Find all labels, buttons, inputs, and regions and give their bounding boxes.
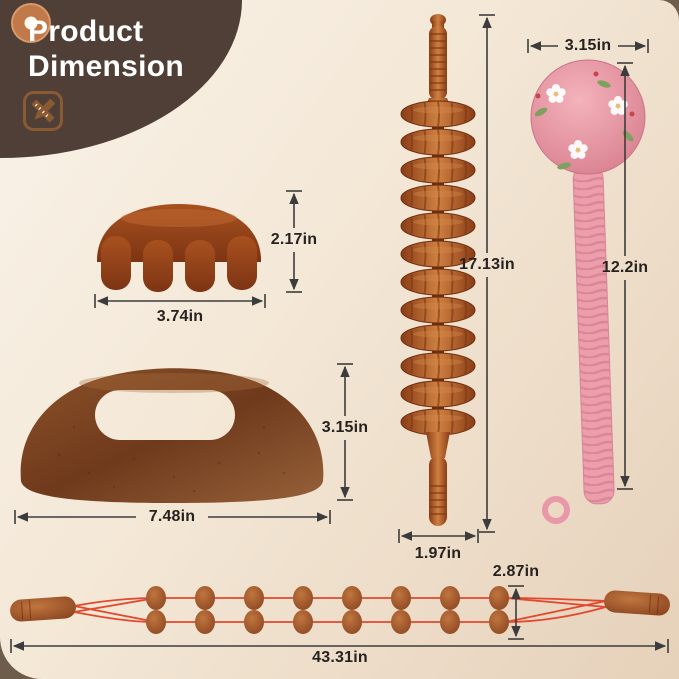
floral-pattern [534,71,635,170]
massage-comb-illustration [97,204,261,292]
page-title-line1: Product [28,15,144,48]
hanging-loop [542,496,570,524]
comb-height-label: 2.17in [270,231,318,248]
roller-stick-illustration [400,14,476,526]
board-height-label: 3.15in [321,419,369,436]
roller-length-label: 17.13in [459,256,515,273]
massage-hammer-illustration [530,59,646,524]
gua-sha-board-illustration [20,368,324,503]
comb-width-label: 3.74in [156,308,204,325]
corner-dot-icon [11,3,51,43]
rope-handles [10,590,670,622]
bead-pairs [146,586,509,634]
rope-height-label: 2.87in [492,563,540,580]
board-width-label: 7.48in [148,508,196,525]
roller-width-label: 1.97in [414,545,462,562]
rope-length-label: 43.31in [312,649,368,666]
page-title: Product Dimension [28,14,184,85]
rope-roller-illustration [10,586,670,634]
wood-speckles [57,425,286,493]
corner-dot-center [24,16,38,30]
hammer-length-label: 12.2in [601,259,649,276]
hammer-ball-width-label: 3.15in [564,37,612,54]
ruler-pencil-icon [23,91,63,131]
page-title-line2: Dimension [28,50,185,84]
